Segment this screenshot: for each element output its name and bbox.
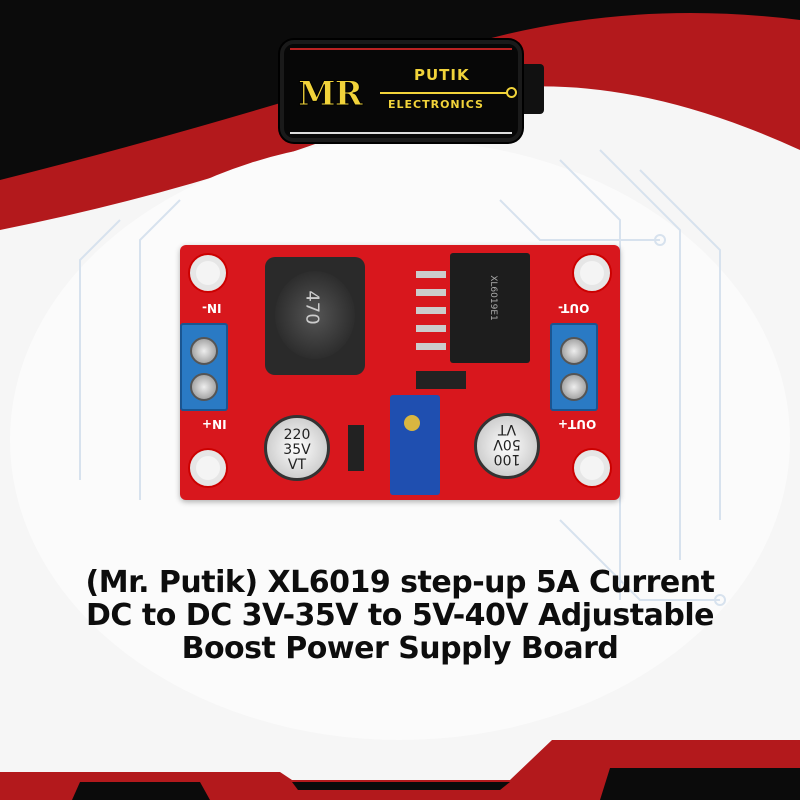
cap-marking-line: 35V bbox=[283, 442, 311, 458]
diode bbox=[348, 425, 364, 471]
mount-hole bbox=[190, 255, 226, 291]
inductor-marking: 470 bbox=[301, 290, 323, 325]
inductor-core bbox=[275, 271, 355, 359]
mount-hole bbox=[574, 450, 610, 486]
logo-mark: MR bbox=[298, 74, 364, 115]
brand-logo: MR PUTIK ELECTRONICS bbox=[280, 40, 522, 142]
screw-icon bbox=[190, 337, 218, 365]
bottom-black-accent bbox=[292, 782, 510, 790]
output-terminal-block bbox=[550, 323, 598, 411]
smd-component bbox=[416, 371, 466, 389]
cap-marking-line: 100 bbox=[493, 451, 521, 467]
in-minus-label: IN- bbox=[202, 301, 222, 315]
output-capacitor: 100 50V VT bbox=[474, 413, 540, 479]
logo-top-bar bbox=[290, 48, 512, 50]
product-image-pcb: IN- IN+ OUT- OUT+ 470 XL6019E1 220 35V V… bbox=[180, 245, 620, 500]
chip-pin bbox=[416, 307, 446, 314]
chip-pin bbox=[416, 325, 446, 332]
cap-marking-line: VT bbox=[497, 421, 517, 437]
out-minus-label: OUT- bbox=[558, 301, 590, 315]
cap-marking-line: 50V bbox=[493, 436, 521, 452]
input-terminal-block bbox=[180, 323, 228, 411]
in-plus-label: IN+ bbox=[202, 417, 227, 431]
chip-marking: XL6019E1 bbox=[487, 275, 498, 321]
logo-trace-line bbox=[380, 92, 508, 94]
logo-trace-dot bbox=[506, 87, 517, 98]
circuit-trace-pattern bbox=[79, 149, 726, 606]
input-capacitor: 220 35V VT bbox=[264, 415, 330, 481]
inductor: 470 bbox=[265, 257, 365, 375]
bottom-right-block bbox=[600, 768, 800, 800]
logo-battery-cap bbox=[524, 64, 544, 114]
screw-icon bbox=[560, 373, 588, 401]
xl6019-chip: XL6019E1 bbox=[450, 253, 530, 363]
screw-icon bbox=[560, 337, 588, 365]
chip-pin bbox=[416, 343, 446, 350]
top-black-band bbox=[0, 0, 800, 180]
logo-brand-name: PUTIK bbox=[414, 66, 470, 84]
out-plus-label: OUT+ bbox=[558, 417, 597, 431]
logo-brand-sub: ELECTRONICS bbox=[388, 98, 484, 111]
screw-icon bbox=[190, 373, 218, 401]
chip-pin bbox=[416, 289, 446, 296]
chip-pin bbox=[416, 271, 446, 278]
pot-adjust-screw[interactable] bbox=[404, 415, 420, 431]
product-title: (Mr. Putik) XL6019 step-up 5A Current DC… bbox=[85, 565, 715, 666]
logo-bottom-bar bbox=[290, 132, 512, 134]
bottom-left-stripe bbox=[72, 782, 210, 800]
trim-potentiometer[interactable] bbox=[390, 395, 440, 495]
mount-hole bbox=[574, 255, 610, 291]
cap-marking-line: 220 bbox=[283, 427, 311, 443]
cap-marking-line: VT bbox=[287, 457, 307, 473]
mount-hole bbox=[190, 450, 226, 486]
